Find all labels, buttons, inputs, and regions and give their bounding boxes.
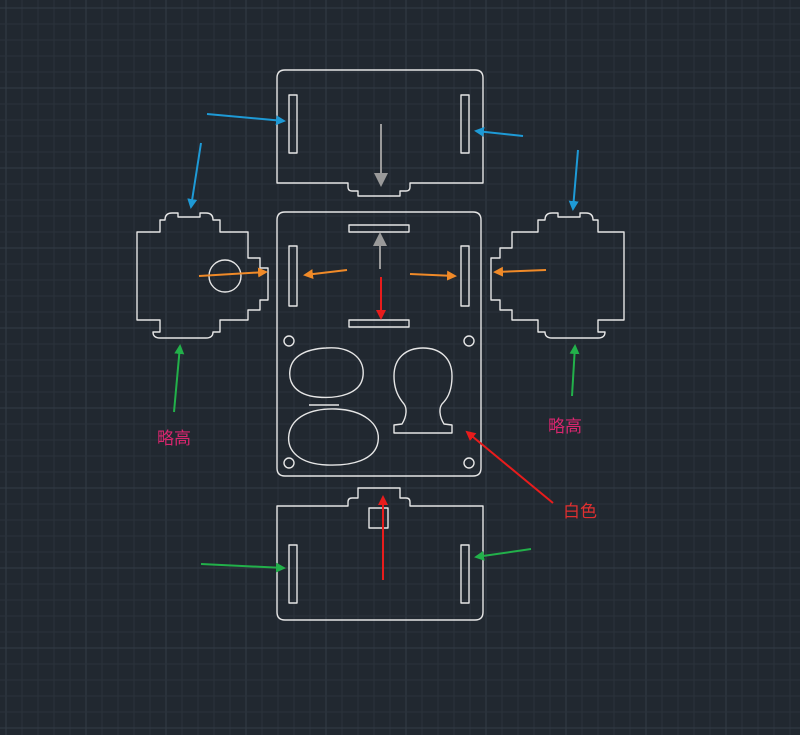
part-right-side-panel <box>490 212 625 339</box>
note-left-slightly-higher: 略高 <box>157 429 191 449</box>
arrow-green-left-side <box>173 344 185 413</box>
arrows-gray <box>373 124 388 269</box>
arrow-orange-left-outer <box>198 267 268 278</box>
arrow-blue-right-side <box>568 149 579 211</box>
arrows-green <box>173 344 580 573</box>
arrow-green-right-side <box>569 344 580 397</box>
note-right-slightly-higher: 略高 <box>548 417 582 437</box>
arrows-red <box>376 277 554 580</box>
arrow-orange-left-inner <box>303 269 348 280</box>
arrow-red-white-note <box>465 430 554 504</box>
arrows-orange <box>198 266 547 281</box>
arrow-blue-top-right <box>474 126 524 137</box>
arrow-blue-top-left <box>206 113 286 126</box>
note-white: 白色 <box>563 502 597 522</box>
arrow-green-bottom-right <box>474 548 532 561</box>
part-bottom-panel <box>276 487 484 621</box>
arrow-blue-left-side <box>187 142 202 209</box>
part-top-panel <box>276 69 484 197</box>
arrows-blue <box>187 113 579 211</box>
arrow-orange-right-inner <box>409 270 457 281</box>
arrow-orange-right-outer <box>493 266 547 277</box>
part-center-panel <box>276 211 482 477</box>
arrow-green-bottom-left <box>200 562 286 573</box>
